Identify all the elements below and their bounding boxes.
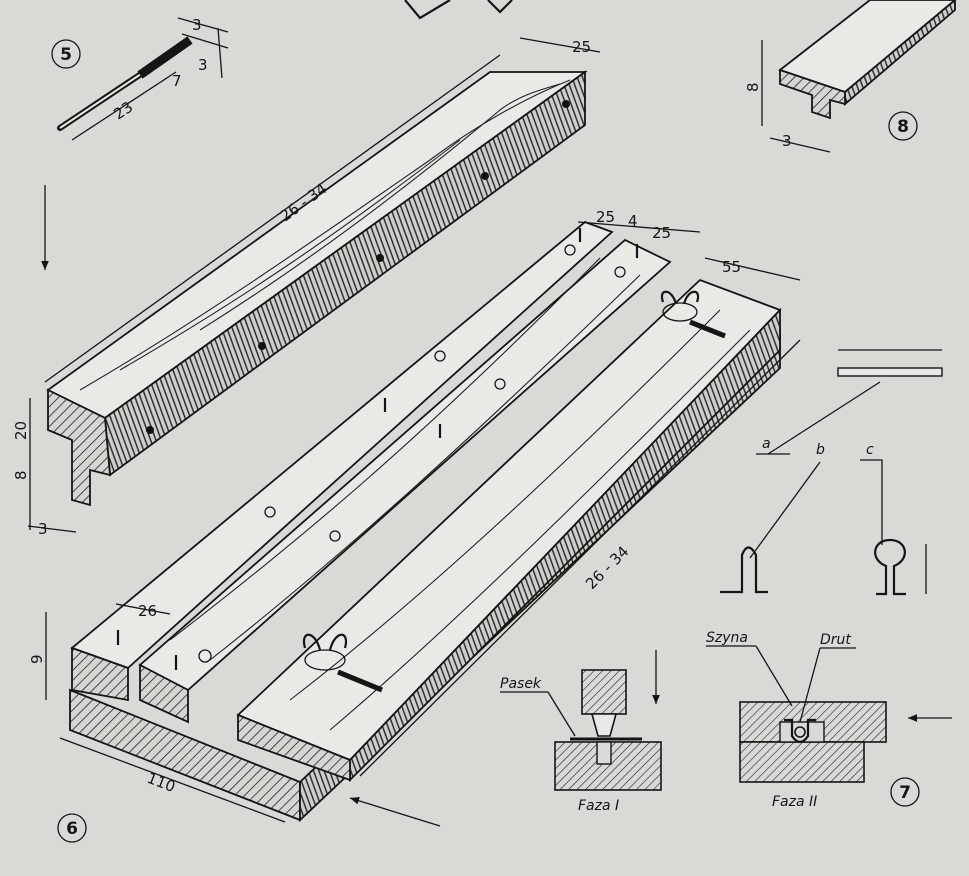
- label-rail: Szyna: [706, 630, 748, 646]
- figure-5-pin: 5 3 3 7 23: [51, 16, 229, 141]
- profile-dim-width: 3: [782, 132, 792, 150]
- long-bar-dim-8: 8: [12, 470, 30, 480]
- phase-1-label: Faza I: [578, 798, 619, 814]
- figure-6-circle: [57, 813, 87, 843]
- arrow-in: [349, 796, 441, 827]
- profile-dim-height: 8: [744, 82, 762, 92]
- strip-bent-loop: [874, 538, 906, 596]
- figure-8-circle: [888, 111, 918, 141]
- rail-dim-right: 25: [652, 224, 671, 242]
- press-punch: [581, 669, 627, 715]
- long-bar-dim-20: 20: [12, 421, 30, 440]
- long-bar: 26 - 34 25 20 8 3: [12, 37, 601, 538]
- figure-8-profile: 8 3 8: [744, 0, 957, 153]
- long-bar-side: [104, 70, 586, 477]
- wing-nut-front: [302, 633, 383, 693]
- label-wire: Drut: [820, 632, 851, 648]
- label-strip: Pasek: [500, 676, 542, 692]
- rail-dim-gap: 4: [628, 212, 638, 230]
- section-label-a: a: [762, 436, 771, 452]
- figure-7-circle: [890, 777, 920, 807]
- press-die-phase-2: [739, 741, 865, 783]
- figure-5-number: 5: [60, 45, 72, 65]
- board-dim-width: 55: [722, 258, 741, 276]
- rail-dim-left: 25: [596, 208, 615, 226]
- figure-6-number: 6: [66, 819, 78, 839]
- figure-7-sections: a b c Pasek Faza I Szyna Drut Faza II: [500, 349, 952, 814]
- figure-7-number: 7: [899, 783, 911, 803]
- phase-2-label: Faza II: [772, 794, 817, 810]
- pin-dim-3: 7: [172, 72, 182, 90]
- long-bar-dim-3: 3: [38, 520, 48, 538]
- pin-dim-1: 3: [192, 16, 202, 34]
- rail-dim-height: 9: [28, 654, 46, 664]
- section-label-c: c: [866, 442, 874, 458]
- strip-flat: [837, 367, 943, 377]
- rail-dim-spacing: 26: [138, 602, 157, 620]
- base-dim-width: 110: [145, 769, 178, 796]
- strip-bent-u: [720, 546, 768, 594]
- long-bar-end: [47, 388, 112, 507]
- long-bar-width: 25: [572, 38, 591, 56]
- wire-section: [794, 726, 806, 738]
- pin-dim-4: 23: [110, 98, 136, 123]
- board-dim-length: 26 - 34: [582, 543, 632, 593]
- section-label-b: b: [816, 442, 825, 458]
- pin-dim-2: 3: [198, 56, 208, 74]
- figure-5-circle: [51, 39, 81, 69]
- cropped-top-shapes: [404, 0, 513, 20]
- wing-nut-back: [660, 290, 726, 339]
- jig-assembly: 25 4 25 55 26 - 34 26 9 110 6: [28, 208, 801, 843]
- figure-8-number: 8: [897, 117, 909, 137]
